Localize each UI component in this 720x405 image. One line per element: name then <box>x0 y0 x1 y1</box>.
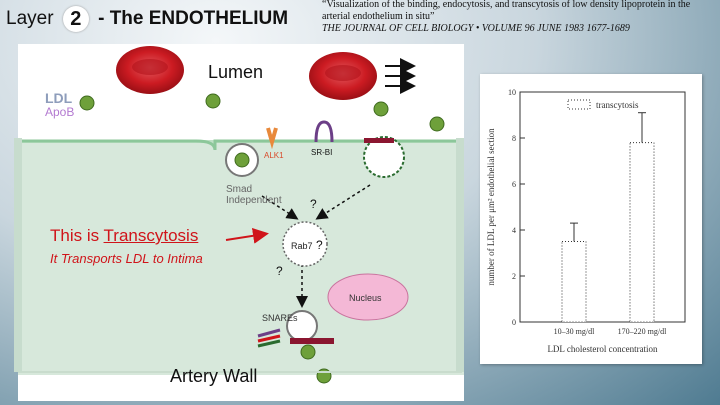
citation-quote: “Visualization of the binding, endocytos… <box>322 0 691 22</box>
bar <box>561 241 587 323</box>
srbi-label: SR-BI <box>311 148 332 157</box>
category-label: 170–220 mg/dl <box>618 327 667 336</box>
alk1-receptor <box>266 127 278 150</box>
title-rest: - The ENDOTHELIUM <box>98 8 289 30</box>
junction-right <box>456 138 464 372</box>
cell-membrane <box>18 139 462 151</box>
chart-frame <box>519 91 686 323</box>
coated-pit-vesicle <box>363 136 405 178</box>
rab7-vesicle <box>282 221 328 267</box>
title-prefix: Layer <box>6 8 54 30</box>
junction-left <box>14 138 22 372</box>
endothelial-cell <box>18 140 464 375</box>
rab7-label: Rab7 <box>291 241 313 251</box>
alk1-label: ALK1 <box>264 151 284 160</box>
smad-label-1: Smad <box>226 184 252 195</box>
bar <box>629 142 655 323</box>
citation-journal: THE JOURNAL OF CELL BIOLOGY • VOLUME 96 … <box>322 23 630 34</box>
transcytosis-word: Transcytosis <box>103 226 199 245</box>
question-3: ? <box>276 264 283 278</box>
vesicle-ldl <box>234 152 250 168</box>
srbi-receptor <box>314 120 334 143</box>
membrane-coat <box>364 138 394 143</box>
red-blood-cell-left-hollow <box>132 59 168 75</box>
y-axis-label: number of LDL per μm² endothelial sectio… <box>486 128 496 286</box>
layer-number-badge: 2 <box>62 6 89 32</box>
slide-title: Layer 2 - The ENDOTHELIUM <box>6 6 288 32</box>
question-2: ? <box>316 238 323 252</box>
artery-wall-label: Artery Wall <box>170 366 258 386</box>
basal-membrane-coat <box>290 338 334 344</box>
transports-caption: It Transports LDL to Intima <box>50 251 203 266</box>
transcytosis-callout: This is Transcytosis <box>50 226 198 246</box>
category-label: 10–30 mg/dl <box>554 327 595 336</box>
transcytosis-arrow <box>225 227 269 244</box>
y-tick-label: 2 <box>512 272 516 281</box>
lumen-label: Lumen <box>208 62 264 82</box>
pathway-arrows <box>261 184 371 308</box>
red-blood-cell-right-hollow <box>325 65 361 81</box>
x-axis-label: LDL cholesterol concentration <box>547 344 658 354</box>
ldl-bar-chart: 0 2 4 6 8 10 10–30 mg/dl 170–220 mg/dl transcyto… <box>486 88 686 354</box>
transcytosis-prefix: This is <box>50 226 104 245</box>
nucleus <box>327 273 409 321</box>
question-1: ? <box>310 197 317 211</box>
nucleus-label: Nucleus <box>349 293 382 303</box>
y-tick-label: 10 <box>508 88 516 97</box>
snares-label: SNAREs <box>262 313 298 323</box>
y-tick-label: 4 <box>512 226 516 235</box>
ldl-chart-card: 0 2 4 6 8 10 10–30 mg/dl 170–220 mg/dl transcyto… <box>480 74 702 364</box>
y-tick-label: 8 <box>512 134 516 143</box>
ldl-legend-label: LDL <box>45 90 73 106</box>
smad-label-2: Independent <box>226 195 282 206</box>
blood-flow-arrows <box>385 58 416 94</box>
legend-swatch <box>567 99 591 110</box>
snare-proteins <box>257 328 281 348</box>
citation: “Visualization of the binding, endocytos… <box>322 0 718 35</box>
apob-legend-label: ApoB <box>45 105 75 119</box>
y-tick-label: 6 <box>512 180 516 189</box>
legend-label: transcytosis <box>596 100 639 110</box>
y-tick-label: 0 <box>512 318 516 327</box>
